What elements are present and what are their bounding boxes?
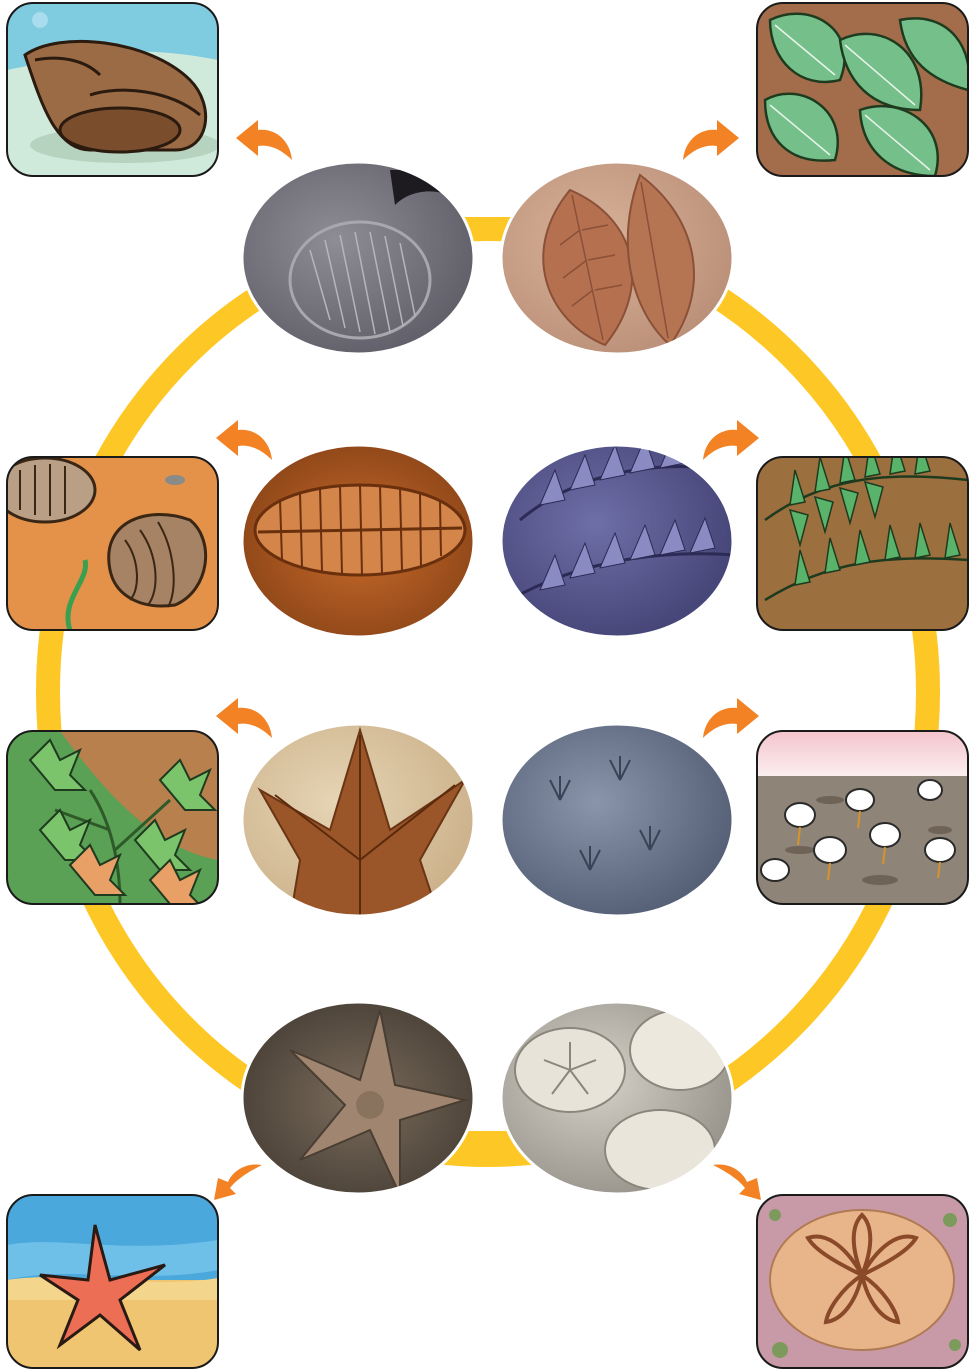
leaf-fossil [500, 160, 740, 360]
shorebirds-illustration [757, 731, 968, 904]
bird-footprint-fossil [500, 722, 740, 922]
sand-dollar-fossil [500, 1000, 740, 1200]
sea-snail-illustration [7, 3, 220, 176]
fern-illustration [757, 439, 968, 630]
arrow-starfish [214, 1164, 262, 1200]
fern-fossil [500, 431, 740, 643]
arrow-maple [216, 698, 272, 738]
arrow-fern [703, 420, 759, 460]
arrow-snail [236, 120, 292, 160]
sand-dollar-illustration [757, 1195, 968, 1368]
arrow-sand-dollar [713, 1164, 761, 1200]
starfish-fossil [240, 1000, 480, 1200]
ammonite-shell-fossil [240, 160, 480, 360]
trilobite-illustration [0, 457, 218, 630]
leafy-branch-illustration [757, 3, 969, 176]
maple-leaf-fossil [240, 722, 480, 922]
starfish-illustration [7, 1195, 218, 1368]
arrow-trilobite [216, 420, 272, 460]
maple-plant-illustration [7, 731, 218, 910]
cycle-ring [48, 229, 928, 1155]
arrow-birds [703, 698, 759, 738]
arrow-leaf [683, 120, 739, 160]
trilobite-fossil [240, 443, 480, 643]
